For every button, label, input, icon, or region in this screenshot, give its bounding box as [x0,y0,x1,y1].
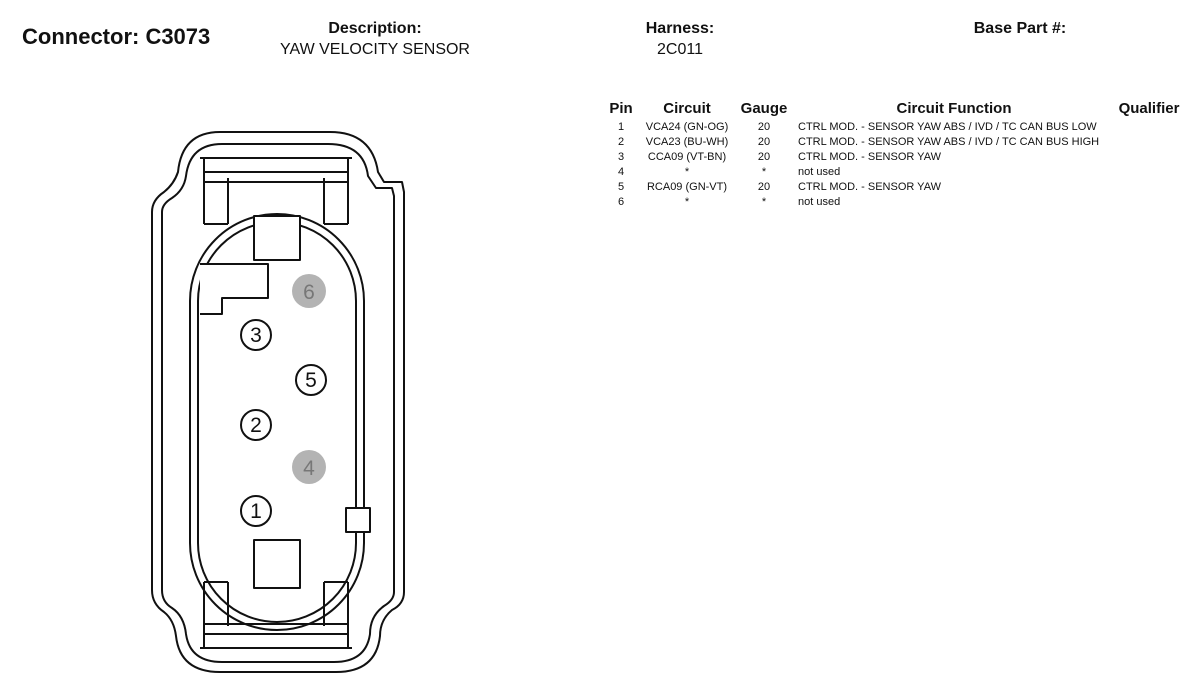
cell-pin: 2 [617,136,625,148]
column-header-pin: Pin [609,100,633,117]
cell-qualifier [1112,165,1186,180]
top-key [253,215,301,261]
top-latch-bracket [200,157,352,225]
pin-label: 2 [250,414,262,437]
pin-label: 1 [250,500,262,523]
left-key [200,263,269,315]
column-header-qualifier: Qualifier [1118,100,1180,117]
pin-5: 5 [295,364,327,396]
pin-3: 3 [240,319,272,351]
pinout-table: Pin Circuit Gauge Circuit Function Quali… [604,100,1186,210]
cell-gauge: 20 [757,151,771,163]
cell-gauge: 20 [757,121,771,133]
table-header-row: Pin Circuit Gauge Circuit Function Quali… [604,100,1186,120]
column-header-circuit: Circuit [663,100,711,117]
cell-function: not used [798,166,841,178]
table-row: 1 VCA24 (GN-OG) 20 CTRL MOD. - SENSOR YA… [604,120,1186,135]
connector-title: Connector: C3073 [22,24,211,49]
cell-pin: 3 [617,151,625,163]
cell-circuit: RCA09 (GN-VT) [646,181,728,193]
cell-circuit: * [684,166,690,178]
cell-qualifier [1112,180,1186,195]
right-key [345,507,371,533]
cell-function: CTRL MOD. - SENSOR YAW ABS / IVD / TC CA… [798,121,1097,133]
bottom-latch-bracket [200,581,352,649]
cell-pin: 4 [617,166,625,178]
cell-function: CTRL MOD. - SENSOR YAW [798,151,942,163]
cell-pin: 6 [617,196,625,208]
pin-6: 6 [292,274,326,308]
pin-cavity-outer [189,213,365,631]
column-header-gauge: Gauge [740,100,788,117]
pin-circle [240,319,272,351]
pin-4: 4 [292,450,326,484]
pin-2: 2 [240,409,272,441]
cell-circuit: * [684,196,690,208]
cell-function: CTRL MOD. - SENSOR YAW [798,181,942,193]
pin-label: 4 [303,457,315,480]
pin-1: 1 [240,495,272,527]
cell-qualifier [1112,135,1186,150]
connector-housing-outer [151,131,405,673]
cell-qualifier [1112,195,1186,210]
table-row: 2 VCA23 (BU-WH) 20 CTRL MOD. - SENSOR YA… [604,135,1186,150]
connector-housing-inner [161,143,395,663]
pin-circle [295,364,327,396]
cell-pin: 1 [617,121,625,133]
pin-circle [292,274,326,308]
harness-value: 2C011 [657,41,703,58]
cell-qualifier [1112,150,1186,165]
pin-label: 6 [303,281,315,304]
table-row: 3 CCA09 (VT-BN) 20 CTRL MOD. - SENSOR YA… [604,150,1186,165]
description-value: YAW VELOCITY SENSOR [280,41,470,58]
description-label: Description: [328,20,422,37]
cell-circuit: VCA23 (BU-WH) [645,136,729,148]
pin-circle [240,409,272,441]
column-header-circuit-function: Circuit Function [896,100,1012,117]
harness-label: Harness: [645,20,715,37]
pin-circle [292,450,326,484]
table-row: 5 RCA09 (GN-VT) 20 CTRL MOD. - SENSOR YA… [604,180,1186,195]
cell-function: CTRL MOD. - SENSOR YAW ABS / IVD / TC CA… [798,136,1100,148]
pin-label: 3 [250,324,262,347]
table-row: 6 * * not used [604,195,1186,210]
cell-pin: 5 [617,181,625,193]
cell-circuit: VCA24 (GN-OG) [645,121,729,133]
pin-label: 5 [305,369,317,392]
table-row: 4 * * not used [604,165,1186,180]
bottom-key [253,539,301,589]
cell-gauge: 20 [757,181,771,193]
base-part-label: Base Part #: [973,20,1067,37]
cell-circuit: CCA09 (VT-BN) [647,151,727,163]
cell-gauge: 20 [757,136,771,148]
connector-face-diagram: 6 3 5 2 4 1 [151,131,405,673]
cell-gauge: * [761,166,767,178]
cell-gauge: * [761,196,767,208]
cell-function: not used [798,196,841,208]
cell-qualifier [1112,120,1186,135]
pin-circle [240,495,272,527]
